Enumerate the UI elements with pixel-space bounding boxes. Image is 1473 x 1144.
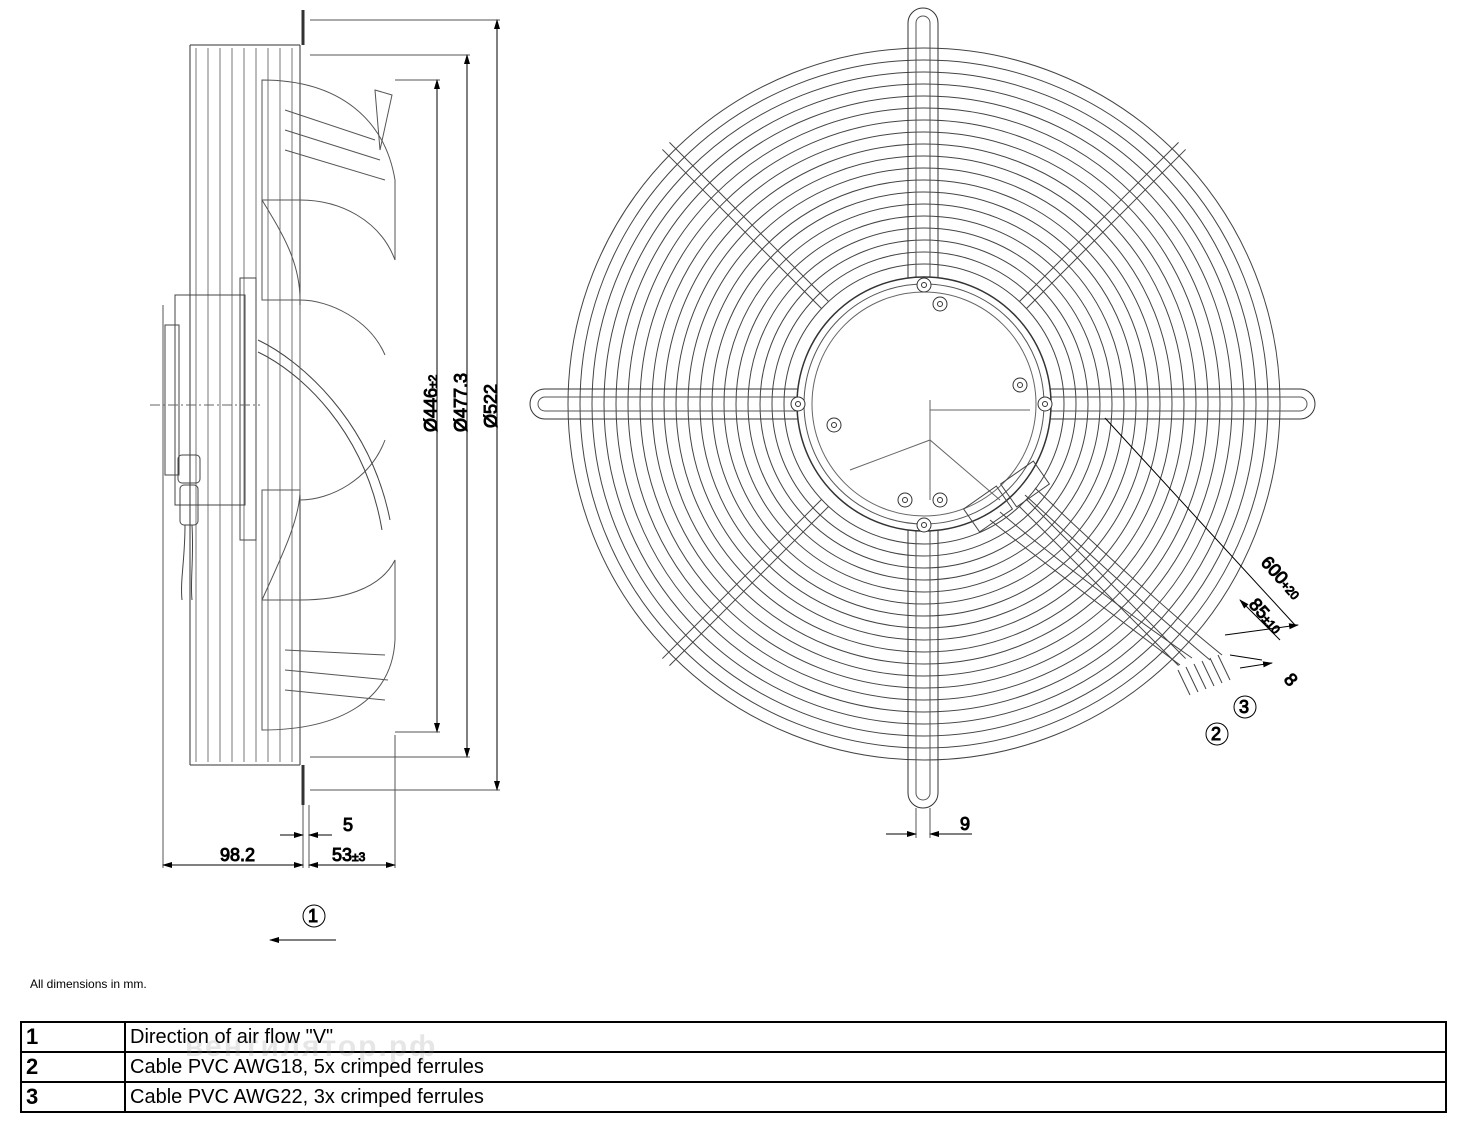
- bolt: [795, 401, 801, 407]
- callout-2: 2: [1211, 724, 1221, 744]
- bolt: [921, 282, 927, 288]
- guard-strut: [662, 499, 822, 659]
- guard-ring: [687, 167, 1161, 641]
- bolt: [831, 422, 837, 428]
- cable-bundle: [962, 460, 1231, 696]
- guard-ring: [759, 239, 1089, 569]
- dim-w53: 53±3: [332, 845, 366, 865]
- callout-1: 1: [308, 906, 318, 926]
- guard-ring: [579, 59, 1269, 749]
- ferrule: [1193, 663, 1207, 690]
- guard-strut: [669, 142, 829, 302]
- callout-3: 3: [1239, 697, 1249, 717]
- guard-ring: [627, 107, 1221, 701]
- front-view: 600+20 85±10 8 3 2 9: [529, 7, 1316, 838]
- motor-flange: [796, 276, 1052, 532]
- guard-ring: [675, 155, 1173, 653]
- legend-table: 1 Direction of air flow "V" 2 Cable PVC …: [20, 1021, 1447, 1113]
- bolt: [1017, 382, 1023, 388]
- guard-ring: [699, 179, 1149, 629]
- bolt: [937, 301, 943, 307]
- bolt: [916, 277, 932, 293]
- bolt: [826, 417, 842, 433]
- dim-w98: 98.2: [220, 845, 255, 865]
- impeller-blade-lower: [261, 439, 396, 731]
- guard-ring: [723, 203, 1125, 605]
- watermark: вентилятор.рф: [185, 1030, 438, 1063]
- fan-technical-drawing: Ø446±2 Ø477.3 Ø522 5 98.2 53±3 1: [150, 7, 1316, 943]
- legend-row: 1 Direction of air flow "V": [20, 1021, 1447, 1053]
- guard-ring: [663, 143, 1185, 665]
- guard-ring: [735, 215, 1113, 593]
- bolt: [932, 296, 948, 312]
- dimension-note: All dimensions in mm.: [30, 977, 147, 991]
- dim-w5: 5: [343, 815, 353, 835]
- guard-strut: [1026, 499, 1186, 659]
- cable-gland: [177, 454, 201, 601]
- bolt: [916, 517, 932, 533]
- guard-ring: [591, 71, 1257, 737]
- ferrule: [1185, 666, 1199, 693]
- dim-d477: Ø477.3: [451, 373, 471, 432]
- bolt: [1012, 377, 1028, 393]
- guard-ring: [651, 131, 1197, 677]
- guard-strut: [669, 506, 829, 666]
- bolt: [932, 492, 948, 508]
- legend-row: 2 Cable PVC AWG18, 5x crimped ferrules: [20, 1051, 1447, 1083]
- dim-cable-600: 600+20: [1257, 552, 1306, 603]
- guard-strut: [1026, 149, 1186, 309]
- guard-ring: [639, 119, 1209, 689]
- legend-row: 3 Cable PVC AWG22, 3x crimped ferrules: [20, 1081, 1447, 1113]
- guard-ring: [615, 95, 1233, 713]
- bolt: [897, 492, 913, 508]
- ferrule: [1177, 669, 1191, 696]
- side-view: Ø446±2 Ø477.3 Ø522 5 98.2 53±3 1: [150, 10, 502, 943]
- ferrule: [1217, 654, 1231, 681]
- guard-ring: [783, 263, 1065, 545]
- bolt: [790, 396, 806, 412]
- bolt: [921, 522, 927, 528]
- dim-w9: 9: [960, 814, 970, 834]
- guard-ring: [771, 251, 1077, 557]
- guard-strut: [1019, 506, 1179, 666]
- guard-ring: [711, 191, 1137, 617]
- guard-strut: [1019, 142, 1179, 302]
- ferrule: [1201, 660, 1215, 687]
- guard-ring: [603, 83, 1245, 725]
- bolt: [902, 497, 908, 503]
- guard-ring: [567, 47, 1281, 761]
- bolt: [1042, 401, 1048, 407]
- motor-housing: [174, 294, 246, 506]
- ferrule: [1209, 657, 1223, 684]
- dim-d446: Ø446±2: [421, 374, 441, 432]
- impeller-blade-upper: [261, 79, 396, 356]
- guard-strut: [662, 149, 822, 309]
- guard-ring: [747, 227, 1101, 581]
- dim-cable-8: 8: [1280, 669, 1302, 690]
- dim-d522: Ø522: [481, 384, 501, 428]
- bolt: [1037, 396, 1053, 412]
- bolt: [937, 497, 943, 503]
